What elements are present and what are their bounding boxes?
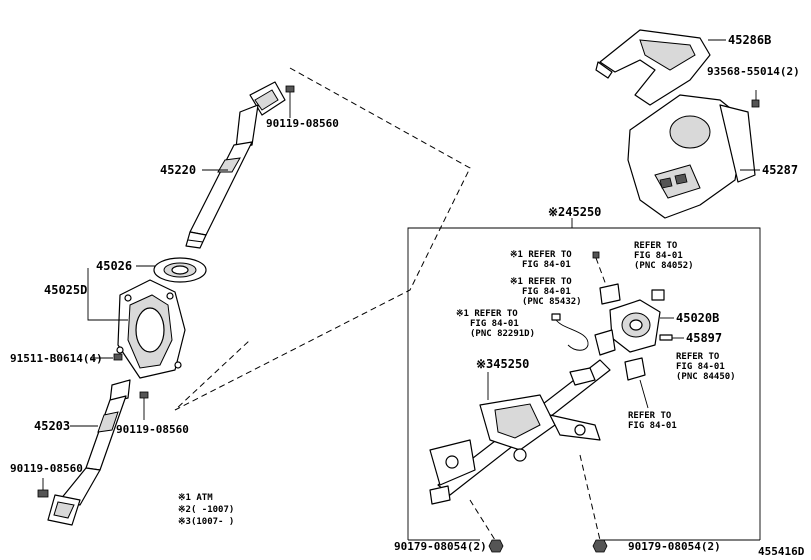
label-90119-bot: 90119-08560 <box>10 462 83 475</box>
dashed-assembly-boundary <box>174 67 471 411</box>
label-345250: ※345250 <box>476 357 529 371</box>
svg-text:REFER TO: REFER TO <box>634 241 678 251</box>
label-93568: 93568-55014(2) <box>707 65 800 78</box>
bushing-45026 <box>153 257 207 283</box>
label-45897: 45897 <box>686 331 722 345</box>
svg-text:(PNC 85432): (PNC 85432) <box>522 297 582 307</box>
svg-text:(PNC 84052): (PNC 84052) <box>634 261 694 271</box>
label-45203: 45203 <box>34 419 70 433</box>
label-91511: 91511-B0614(4) <box>10 352 103 365</box>
svg-text:(PNC 84450): (PNC 84450) <box>676 372 736 382</box>
bolt-91511 <box>113 353 123 361</box>
switch-ref-r5 <box>624 357 649 409</box>
svg-text:FIG 84-01: FIG 84-01 <box>628 421 677 431</box>
label-45220: 45220 <box>160 163 196 177</box>
ref-note-r4: ※1 REFER TO FIG 84-01 (PNC 82291D) <box>456 309 535 339</box>
bolt-90119-mid <box>139 391 149 420</box>
svg-text:FIG 84-01: FIG 84-01 <box>522 287 571 297</box>
label-90119-mid: 90119-08560 <box>116 423 189 436</box>
leader-45025d <box>87 290 128 321</box>
label-45020b: 45020B <box>676 311 719 325</box>
harness-ref-r4 <box>551 313 589 351</box>
svg-text:FIG 84-01: FIG 84-01 <box>634 251 683 261</box>
svg-text:※1 ATM: ※1 ATM <box>178 493 213 503</box>
svg-text:※1 REFER TO: ※1 REFER TO <box>510 250 572 260</box>
svg-text:FIG 84-01: FIG 84-01 <box>470 319 519 329</box>
svg-text:FIG 84-01: FIG 84-01 <box>522 260 571 270</box>
ref-note-r5: REFER TO FIG 84-01 (PNC 84450) <box>676 352 736 382</box>
svg-text:(PNC 82291D): (PNC 82291D) <box>470 329 535 339</box>
sensor-ref-r2 <box>651 289 665 301</box>
nut-90179-right <box>579 454 608 553</box>
lower-cover-45287 <box>627 94 756 219</box>
diagram-id: 455416D <box>758 545 805 558</box>
label-45287: 45287 <box>762 163 798 177</box>
pin-45897 <box>659 334 673 341</box>
bolt-90119-top <box>285 85 295 108</box>
lock-housing-45020b <box>594 299 661 356</box>
lower-shaft-45203 <box>47 379 131 526</box>
screw-93568 <box>751 90 760 108</box>
ref-note-r2: REFER TO FIG 84-01 (PNC 84052) <box>634 241 694 271</box>
svg-text:※1 REFER TO: ※1 REFER TO <box>456 309 518 319</box>
ref-note-r3: ※1 REFER TO FIG 84-01 (PNC 85432) <box>510 277 582 307</box>
dust-boot-45025d <box>116 279 186 379</box>
svg-text:※1 REFER TO: ※1 REFER TO <box>510 277 572 287</box>
svg-text:※2( -1007): ※2( -1007) <box>178 505 234 515</box>
upper-cover-45286b <box>595 29 711 106</box>
switch-ref-r3 <box>599 283 621 305</box>
svg-text:REFER TO: REFER TO <box>628 411 672 421</box>
intermediate-shaft-45220 <box>185 81 286 249</box>
svg-text:REFER TO: REFER TO <box>676 352 720 362</box>
label-90179-right: 90179-08054(2) <box>628 540 721 553</box>
column-assembly-box <box>407 227 761 540</box>
label-90119-top: 90119-08560 <box>266 117 339 130</box>
svg-text:FIG 84-01: FIG 84-01 <box>676 362 725 372</box>
label-45025d: 45025D <box>44 283 87 297</box>
nut-90179-left <box>469 499 504 553</box>
legend-notes: ※1 ATM ※2( -1007) ※3(1007- ) <box>178 493 234 527</box>
label-45286b: 45286B <box>728 33 771 47</box>
ref-note-r1: ※1 REFER TO FIG 84-01 <box>510 250 572 270</box>
label-90179-left: 90179-08054(2) <box>394 540 487 553</box>
steering-column-345250 <box>429 359 611 505</box>
label-245250: ※245250 <box>548 205 601 219</box>
screw-ref-r1 <box>592 251 607 286</box>
ref-note-r6: REFER TO FIG 84-01 <box>628 411 677 431</box>
bolt-90119-bot <box>37 478 49 498</box>
label-45026: 45026 <box>96 259 132 273</box>
svg-text:※3(1007- ): ※3(1007- ) <box>178 517 234 527</box>
